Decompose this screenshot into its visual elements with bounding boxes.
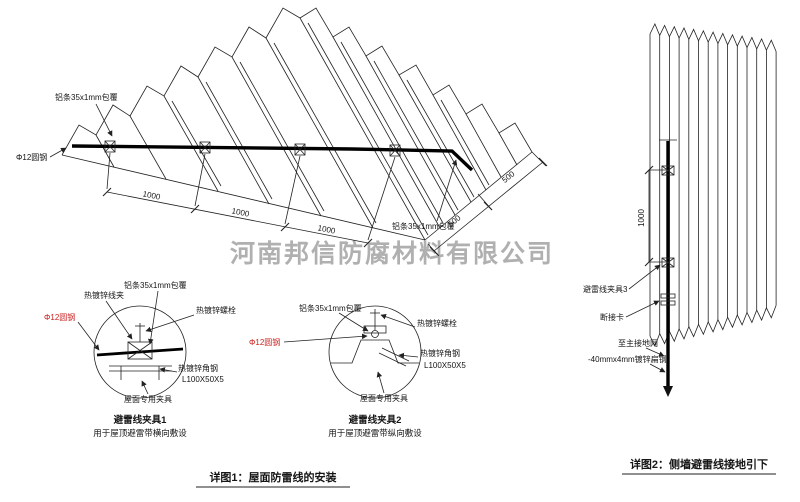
detail2-title: 避雷线夹具2 bbox=[349, 414, 402, 426]
detail1-label-strip: 铝条35x1mm包覆 bbox=[124, 280, 187, 290]
roof-edge-bottom-right bbox=[424, 151, 533, 241]
conductor-arrow bbox=[663, 386, 673, 397]
detail2-angle-steel bbox=[381, 347, 410, 362]
detail2-label-rod: Φ12圆钢 bbox=[249, 337, 280, 347]
captions: 详图1：屋面防雷线的安装 详图2：侧墙避雷线接地引下 bbox=[196, 457, 776, 488]
caption-detail1: 详图1：屋面防雷线的安装 bbox=[209, 470, 336, 484]
dim-1000-b: 1000 bbox=[231, 206, 251, 218]
wall-corrugation bbox=[649, 23, 777, 347]
dim-1000-a: 1000 bbox=[142, 189, 162, 201]
label-aluminum-strip-top: 铝条35x1mm包覆 bbox=[55, 92, 118, 102]
detail2-rod-section bbox=[371, 330, 379, 338]
wire-clamp-symbols bbox=[104, 140, 401, 157]
lightning-wire-line bbox=[71, 144, 474, 172]
wall-drawing bbox=[644, 23, 777, 397]
disconnect-card-symbol bbox=[660, 293, 676, 299]
detail1-label-angle: 热镀锌角钢 bbox=[178, 363, 218, 373]
wall-label-disconnect: 断接卡 bbox=[600, 312, 624, 322]
detail2-subtitle: 用于屋顶避雷带纵向敷设 bbox=[328, 428, 422, 438]
label-round-steel: Φ12圆钢 bbox=[16, 152, 47, 162]
detail2-circle-drawing bbox=[328, 305, 422, 399]
roof-edge-bottom-left bbox=[61, 154, 426, 241]
roof-edge-profile-left bbox=[61, 7, 301, 156]
label-aluminum-strip-right: 铝条35x1mm包覆 bbox=[392, 221, 455, 231]
detail2-label-angle: 热镀锌角钢 bbox=[420, 348, 460, 358]
wall-labels: 1000 避雷线夹具3 断接卡 至主接地网 -40mmx4mm镀锌扁钢 bbox=[583, 209, 667, 373]
detail2-labels: 铝条35x1mm包覆 热镀锌螺栓 Φ12圆钢 热镀锌角钢 L100X50X5 屋… bbox=[249, 303, 466, 438]
wall-clamp-lower bbox=[661, 257, 675, 268]
detail2-label-bolt: 热镀锌螺栓 bbox=[417, 318, 457, 328]
detail1-label-fixture: 屋面专用夹具 bbox=[124, 394, 172, 404]
detail2-label-fixture: 屋面专用夹具 bbox=[360, 393, 408, 403]
detail1-circle-drawing bbox=[93, 305, 187, 399]
detail1-subtitle: 用于屋顶避雷带横向敷设 bbox=[93, 428, 187, 438]
dim-500-b: 500 bbox=[500, 169, 516, 185]
roof-corrugation-ridges bbox=[95, 17, 518, 241]
detail2-label-strip: 铝条35x1mm包覆 bbox=[299, 303, 362, 313]
wall-clamp-upper bbox=[661, 165, 675, 176]
wall-label-to-ground: 至主接地网 bbox=[618, 338, 658, 348]
detail1-label-rod: Φ12圆钢 bbox=[44, 312, 75, 322]
roof-labels: 铝条35x1mm包覆 Φ12圆钢 铝条35x1mm包覆 bbox=[16, 92, 458, 231]
detail1-label-clamp: 热镀锌线夹 bbox=[84, 290, 124, 300]
caption-detail2: 详图2：侧墙避雷线接地引下 bbox=[630, 457, 768, 471]
detail1-label-bolt: 热镀锌螺栓 bbox=[196, 305, 236, 315]
roof-edge-profile-right bbox=[299, 7, 533, 153]
detail1-labels: 热镀锌线夹 铝条35x1mm包覆 热镀锌螺栓 Φ12圆钢 热镀锌角钢 L100X… bbox=[44, 280, 236, 438]
detail1-wire bbox=[96, 347, 184, 357]
roof-isometric-drawing bbox=[61, 7, 533, 241]
wall-dim-1000: 1000 bbox=[637, 209, 646, 227]
dim-1000-c: 1000 bbox=[317, 223, 337, 235]
wall-label-flat-steel: -40mmx4mm镀锌扁钢 bbox=[588, 354, 667, 364]
company-watermark: 河南邦信防腐材料有限公司 bbox=[230, 239, 554, 268]
wall-label-clamp3: 避雷线夹具3 bbox=[583, 284, 628, 294]
detail1-label-angle-size: L100X50X5 bbox=[182, 375, 224, 384]
detail2-label-angle-size: L100X50X5 bbox=[424, 361, 466, 370]
detail1-title: 避雷线夹具1 bbox=[114, 414, 168, 426]
detail2-rib-profile bbox=[331, 339, 419, 364]
roof-lightning-wire bbox=[71, 140, 474, 172]
